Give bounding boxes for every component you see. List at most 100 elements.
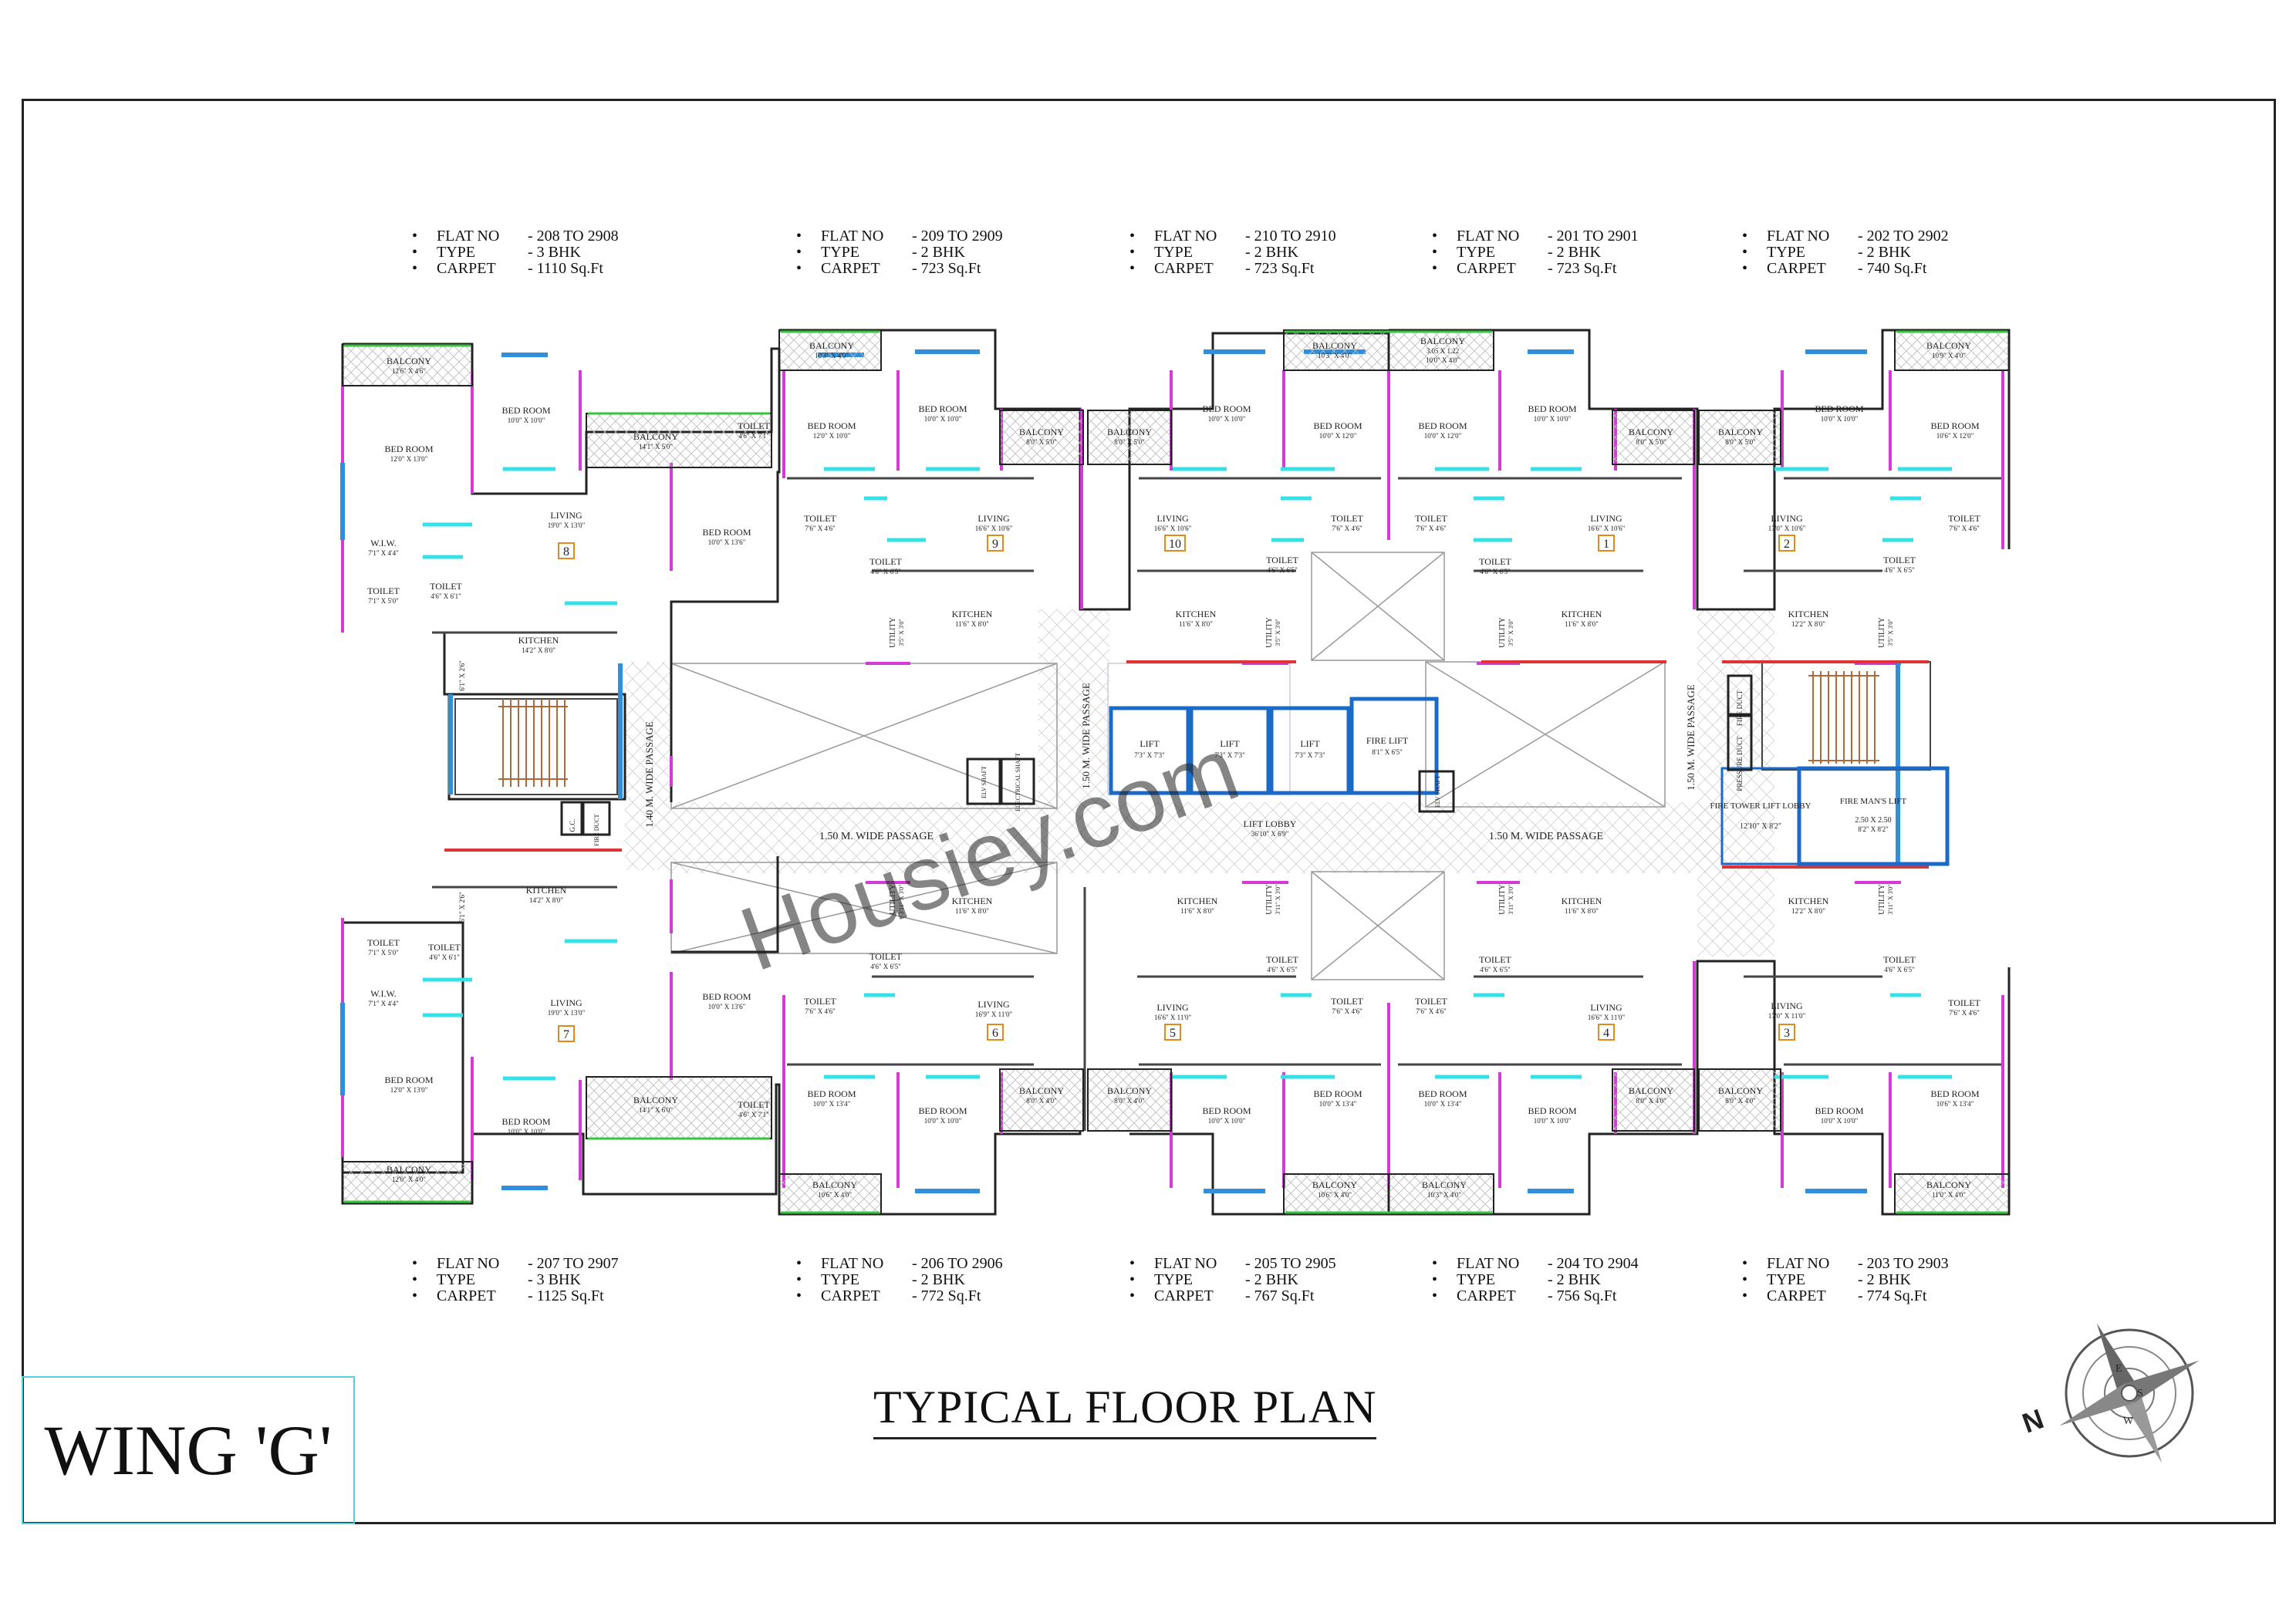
- room-size: 11'6" X 8'0": [1180, 907, 1214, 915]
- balconies: [342, 329, 2010, 1215]
- room-size: 10'0" X 10'0": [1534, 415, 1572, 423]
- room-size: 8'0" X 4'0": [1026, 1097, 1057, 1105]
- unit-number-boxes: [558, 535, 1795, 1042]
- room-size: 7'1" X 5'0": [368, 597, 399, 605]
- room-name: BED ROOM: [1202, 403, 1251, 414]
- room-name: TOILET: [428, 942, 461, 953]
- unit-number: 7: [563, 1028, 569, 1041]
- fire-lift-size: 8'1" X 6'5": [1372, 748, 1403, 756]
- staircases: [444, 660, 1931, 869]
- lift-lobby-label: LIFT LOBBY: [1244, 818, 1297, 829]
- utility-name: UTILITY: [1498, 884, 1507, 914]
- room-name: TOILET: [1883, 555, 1916, 565]
- unit-number: 6: [992, 1027, 998, 1040]
- compass-west: W: [2123, 1415, 2134, 1427]
- room-name: TOILET: [367, 937, 400, 948]
- room-name: TOILET: [1948, 997, 1980, 1008]
- room-size: 12'0" X 10'0": [813, 432, 851, 440]
- fireman-lift-label: FIRE MAN'S LIFT: [1840, 797, 1907, 806]
- room-size: 16'6" X 10'6": [1154, 525, 1192, 532]
- room-size: 7'6" X 4'6": [1332, 525, 1362, 532]
- room-size: 14'1" X 6'0": [639, 1106, 673, 1114]
- room-name: BED ROOM: [1418, 1088, 1467, 1099]
- room-size: 4'6" X 6'1": [430, 592, 461, 600]
- room-name: BALCONY: [1629, 427, 1673, 437]
- room-size: 7'1" X 5'0": [368, 949, 399, 957]
- room-size: 4'6" X 6'5": [1480, 568, 1511, 575]
- unit-number: 10: [1169, 538, 1181, 551]
- flat-spec-bottom-5: •FLAT NO- 203 TO 2903 •TYPE- 2 BHK •CARP…: [1742, 1255, 1949, 1304]
- room-name: KITCHEN: [1788, 609, 1829, 619]
- lift-lobby-size: 36'10" X 6'9": [1251, 830, 1289, 838]
- room-name: TOILET: [367, 585, 400, 596]
- passage-right: 1.50 M. WIDE PASSAGE: [1489, 831, 1603, 842]
- room-name: BALCONY: [1718, 1085, 1763, 1096]
- lift-size: 7'3" X 7'3": [1134, 751, 1165, 759]
- room-name: KITCHEN: [526, 885, 567, 896]
- room-name: TOILET: [1415, 996, 1447, 1007]
- room-name: KITCHEN: [1177, 896, 1218, 906]
- room-name: LIVING: [1590, 513, 1622, 524]
- room-name: BALCONY: [1019, 427, 1064, 437]
- utility-size: 3'11" X 3'0": [1508, 885, 1514, 915]
- room-size: 12'0" X 13'0": [390, 1086, 428, 1094]
- room-size: 8'0" X 4'0": [1725, 1097, 1756, 1105]
- room-name: TOILET: [1883, 954, 1916, 965]
- room-size: 10'0" X 13'6": [708, 1003, 746, 1011]
- room-size: 16'6" X 11'0": [1154, 1014, 1192, 1021]
- room-name: BED ROOM: [1930, 420, 1979, 431]
- room-name: TOILET: [1266, 555, 1298, 565]
- room-size: 10'6" X 13'4": [1936, 1100, 1974, 1108]
- room-name: BED ROOM: [501, 405, 550, 416]
- room-size: 12'2" X 8'0": [1791, 620, 1825, 628]
- room-size: 10'6" X 4'0": [818, 1191, 852, 1199]
- room-name: BALCONY: [387, 356, 431, 366]
- room-name: BALCONY: [1107, 427, 1152, 437]
- core-labels: LIFT 7'3" X 7'3" LIFT 7'3" X 7'3" LIFT 7…: [458, 660, 1906, 923]
- room-name: BED ROOM: [1313, 1088, 1362, 1099]
- room-name: BALCONY: [1422, 1179, 1467, 1190]
- room-size: 7'1" X 4'4": [368, 1000, 399, 1007]
- utility-size: 3'11" X 3'0": [1275, 885, 1281, 915]
- room-name: LIVING: [1771, 513, 1803, 524]
- flat-spec-bottom-1: •FLAT NO- 207 TO 2907 •TYPE- 3 BHK •CARP…: [412, 1255, 619, 1304]
- flat-spec-bottom-2: •FLAT NO- 206 TO 2906 •TYPE- 2 BHK •CARP…: [796, 1255, 1003, 1304]
- room-name: KITCHEN: [518, 635, 559, 646]
- unit-number: 4: [1603, 1027, 1609, 1040]
- room-size: 11'6" X 8'0": [1179, 620, 1213, 628]
- room-size: 7'6" X 4'6": [1332, 1007, 1362, 1015]
- gc-label: G.C.: [569, 818, 576, 832]
- room-name: W.I.W.: [370, 988, 396, 999]
- unit-number: 2: [1784, 538, 1790, 551]
- unit-number: 5: [1170, 1027, 1176, 1040]
- flat-spec-top-3: •FLAT NO- 210 TO 2910 •TYPE- 2 BHK •CARP…: [1129, 228, 1336, 277]
- room-name: BALCONY: [1420, 336, 1465, 346]
- room-name: TOILET: [738, 1099, 770, 1110]
- room-name: TOILET: [869, 556, 902, 567]
- passage-vertical-right: 1.50 M. WIDE PASSAGE: [1685, 684, 1697, 791]
- room-name: BED ROOM: [1313, 420, 1362, 431]
- room-name: LIVING: [977, 513, 1010, 524]
- room-name: BED ROOM: [702, 991, 751, 1002]
- room-size: 14'1" X 5'0": [639, 443, 673, 450]
- room-name: TOILET: [1479, 954, 1511, 965]
- passages: [625, 609, 1774, 957]
- room-name: BALCONY: [812, 1179, 857, 1190]
- lift-label: LIFT: [1300, 738, 1320, 749]
- room-size: 14'2" X 8'0": [522, 646, 555, 654]
- room-name: TOILET: [1331, 996, 1363, 1007]
- room-name: BED ROOM: [1528, 403, 1576, 414]
- drawing-title: TYPICAL FLOOR PLAN: [873, 1381, 1377, 1439]
- room-name: LIVING: [1771, 1000, 1803, 1011]
- unit-number: 3: [1784, 1027, 1790, 1040]
- room-name: BED ROOM: [384, 1075, 433, 1085]
- room-name: BED ROOM: [918, 1105, 967, 1116]
- unit-number: 8: [563, 545, 569, 558]
- room-size: 14'2" X 8'0": [529, 896, 563, 904]
- room-name: BALCONY: [1107, 1085, 1152, 1096]
